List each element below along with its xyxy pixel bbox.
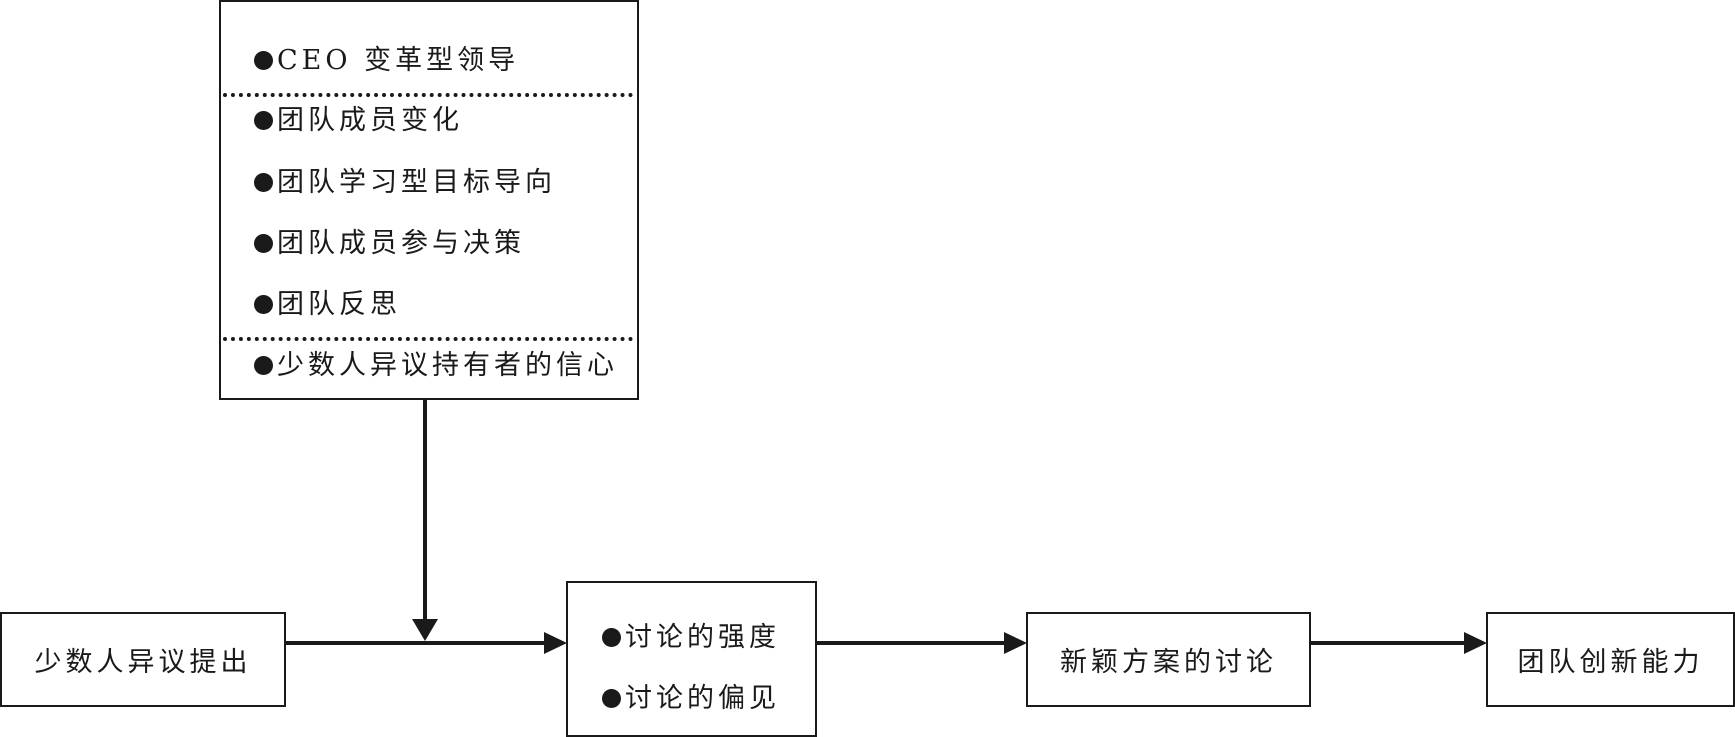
discussion-box: 讨论的强度 讨论的偏见 [566,581,817,737]
team-innovation-label: 团队创新能力 [1517,647,1704,678]
bullet-icon [254,295,273,314]
bullet-icon [254,356,273,375]
dotted-divider [223,93,633,97]
bullet-icon [254,51,273,70]
moderator-item: 少数人异议持有者的信心 [254,351,618,381]
dotted-divider [223,337,633,341]
dissent-label: 少数人异议提出 [34,647,252,678]
moderator-item: 团队成员变化 [254,106,463,136]
bullet-icon [254,173,273,192]
moderator-item: 团队成员参与决策 [254,229,525,259]
bullet-icon [602,628,621,647]
moderator-arrowhead [412,619,438,641]
innovation-arrowhead [1464,632,1487,654]
novel-discussion-box: 新颖方案的讨论 [1026,612,1311,707]
discussion-arrowhead [544,632,567,654]
bullet-icon [602,689,621,708]
moderator-item: CEO 变革型领导 [254,46,519,76]
bullet-icon [254,234,273,253]
team-innovation-box: 团队创新能力 [1486,612,1735,707]
novel-arrowhead [1004,632,1027,654]
moderator-item: 团队反思 [254,290,401,320]
moderator-item: 团队学习型目标导向 [254,168,556,198]
bullet-icon [254,111,273,130]
moderator-box: CEO 变革型领导 团队成员变化 团队学习型目标导向 团队成员参与决策 团队反思… [219,0,639,400]
novel-discussion-label: 新颖方案的讨论 [1060,647,1277,678]
dissent-box: 少数人异议提出 [0,612,286,707]
discussion-item: 讨论的偏见 [602,684,780,714]
discussion-item: 讨论的强度 [602,623,780,653]
